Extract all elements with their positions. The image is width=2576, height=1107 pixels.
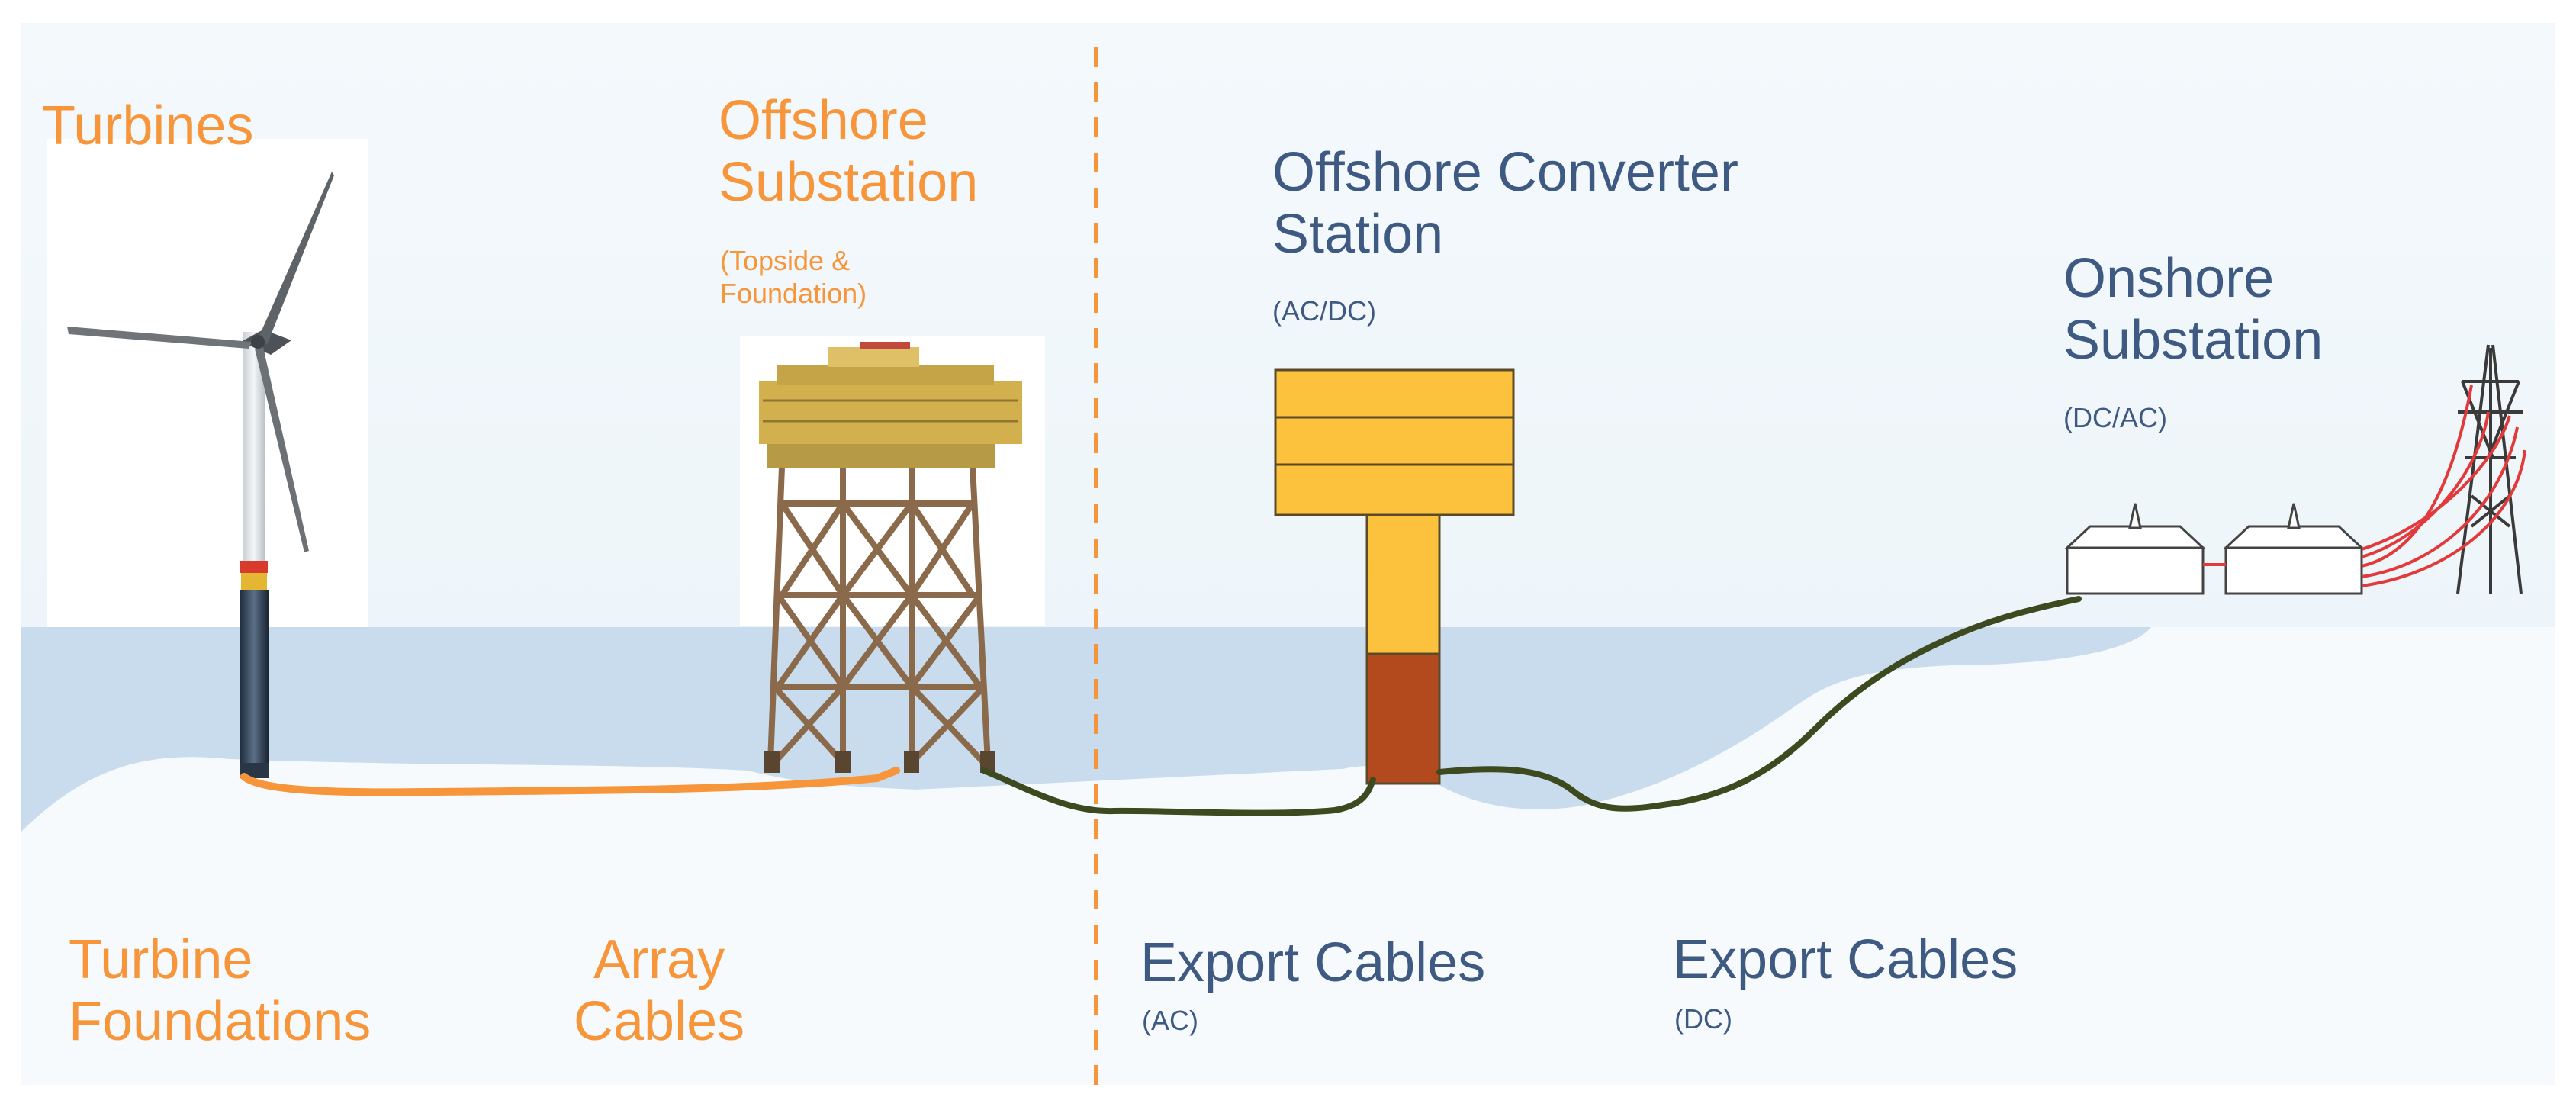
offshore-converter-line-1: Offshore Converter	[1272, 142, 1738, 203]
array-cable-line	[240, 767, 900, 796]
onshore-substation-label: Onshore Substation	[2063, 248, 2323, 371]
export-cables-dc-label: Export Cables	[1673, 929, 2018, 990]
array-cables-line-2: Cables	[574, 990, 745, 1052]
offshore-substation-label: Offshore Substation	[719, 90, 978, 213]
onshore-substation-note: (DC/AC)	[2063, 402, 2167, 433]
export-cables-dc-note: (DC)	[1674, 1003, 1732, 1035]
offshore-substation-icon	[759, 342, 1022, 773]
onshore-substation-line-2: Substation	[2063, 309, 2324, 371]
offshore-substation-line-2: Substation	[719, 151, 979, 213]
export-cable-ac-line	[981, 767, 1376, 816]
array-cables-label: Array Cables	[574, 929, 744, 1052]
offshore-substation-line-1: Offshore	[719, 90, 928, 151]
export-cables-ac-label: Export Cables	[1140, 932, 1486, 993]
onshore-substation-line-1: Onshore	[2063, 248, 2275, 309]
offshore-converter-line-2: Station	[1272, 203, 1444, 265]
seabed-area	[21, 627, 2555, 1085]
export-cable-dc-line	[1436, 596, 2082, 812]
transmission-pylon-icon	[2361, 344, 2526, 594]
turbine-foundations-label: Turbine Foundations	[69, 929, 371, 1052]
offshore-converter-station-icon	[1274, 368, 1515, 785]
export-cables-ac-note: (AC)	[1142, 1005, 1198, 1036]
turbines-label: Turbines	[42, 95, 254, 156]
offshore-converter-note: (AC/DC)	[1272, 295, 1376, 327]
turbine-foundations-line-1: Turbine	[69, 929, 253, 990]
offshore-substation-note-line-1: (Topside &	[720, 245, 851, 276]
wind-turbine-icon	[67, 172, 334, 778]
offshore-converter-station-label: Offshore Converter Station	[1272, 142, 1738, 265]
array-cables-line-1: Array	[593, 929, 725, 990]
sea-area	[21, 627, 2151, 832]
offshore-substation-note-line-2: Foundation)	[720, 278, 867, 310]
turbine-foundations-line-2: Foundations	[69, 990, 371, 1052]
onshore-substation-icon	[2064, 503, 2365, 595]
offshore-substation-note: (Topside & Foundation)	[720, 244, 867, 310]
